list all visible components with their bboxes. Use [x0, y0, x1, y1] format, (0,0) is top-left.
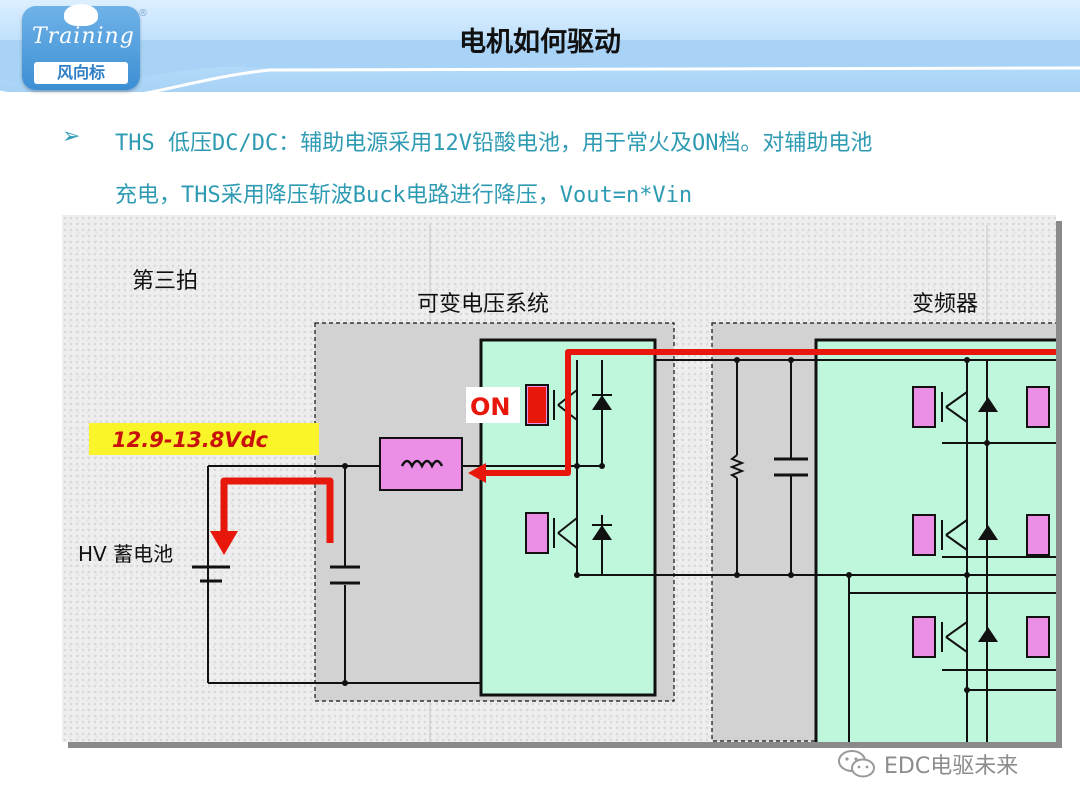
logo-script-text: Training	[32, 24, 135, 49]
brand-logo: Training 风向标 ®	[22, 4, 148, 90]
logo-cn-text: 风向标	[34, 62, 128, 84]
logo-reg-mark: ®	[138, 8, 148, 19]
on-label-bg	[466, 387, 520, 423]
input-capacitor	[330, 565, 360, 585]
inverter-igbt-2	[912, 514, 1050, 556]
junction-dots	[342, 357, 990, 693]
wechat-icon	[838, 750, 875, 778]
current-path-upper	[468, 349, 1056, 483]
voltage-label-bg	[89, 423, 319, 455]
voltage-label: 12.9-13.8Vdc	[112, 428, 269, 452]
battery-label: HV 蓄电池	[78, 542, 173, 566]
bullet-text: THS 低压DC/DC：辅助电源采用12V铅酸电池，用于常火及ON档。对辅助电池…	[115, 118, 1045, 222]
current-path-lower	[210, 477, 334, 555]
bullet-line-1: THS 低压DC/DC：辅助电源采用12V铅酸电池，用于常火及ON档。对辅助电池	[115, 131, 873, 156]
bullet-line-2: 充电，THS采用降压斩波Buck电路进行降压，Vout=n*Vin	[115, 183, 693, 208]
inverter-igbt-3	[912, 616, 1050, 658]
watermark: EDC电驱未来	[836, 746, 1018, 782]
watermark-text: EDC电驱未来	[884, 754, 1019, 779]
inverter-igbt-1	[912, 386, 1050, 428]
inductor-coil-icon	[400, 459, 444, 469]
gate-on-indicator	[528, 387, 546, 423]
battery-symbol	[192, 565, 230, 583]
circuit-svg: 第三拍 可变电压系统 变频器 HV 蓄电池 12.9-13.8Vdc	[78, 225, 1056, 742]
on-label: ON	[470, 393, 511, 421]
logo-bubble	[64, 4, 98, 26]
vvc-label: 可变电压系统	[417, 292, 549, 317]
boost-igbt-lower	[525, 512, 612, 554]
inverter-label: 变频器	[912, 292, 978, 317]
circuit-diagram: 第三拍 可变电压系统 变频器 HV 蓄电池 12.9-13.8Vdc	[62, 215, 1056, 742]
bullet-arrow-icon: ➢	[62, 124, 81, 149]
header-wave	[0, 40, 1080, 103]
resistor	[729, 454, 745, 479]
wiring	[207, 359, 1056, 742]
stage-label: 第三拍	[132, 269, 198, 294]
dc-link-capacitor	[774, 457, 808, 477]
page-title: 电机如何驱动	[459, 27, 621, 58]
